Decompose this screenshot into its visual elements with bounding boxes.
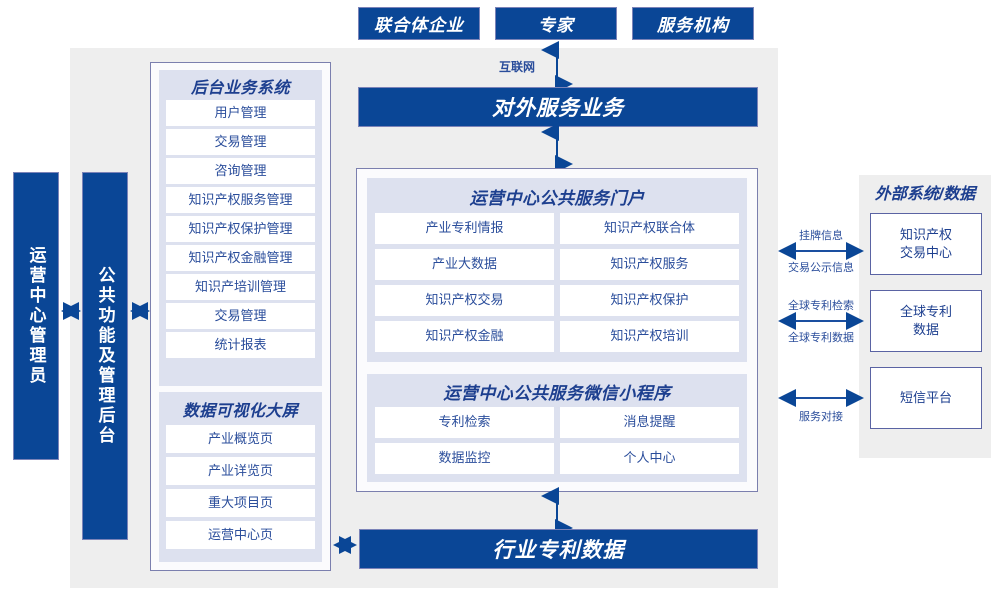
external-connector-label-below-3: 服务对接 bbox=[799, 411, 843, 423]
public-portal-grid: 产业专利情报 知识产权联合体 产业大数据 知识产权服务 知识产权交易 知识产权保… bbox=[375, 213, 739, 352]
list-item[interactable]: 重大项目页 bbox=[166, 489, 315, 517]
sidebar-label: 公共功能及管理后台 bbox=[95, 266, 115, 446]
portal-item[interactable]: 知识产权培训 bbox=[560, 321, 739, 352]
internet-arrow bbox=[541, 41, 573, 93]
actor-label: 专家 bbox=[538, 16, 574, 35]
miniprogram-grid: 专利检索 消息提醒 数据监控 个人中心 bbox=[375, 407, 739, 474]
list-item[interactable]: 用户管理 bbox=[166, 100, 315, 126]
service-portal-arrow bbox=[541, 123, 573, 173]
admin-backend-arrow bbox=[61, 302, 81, 320]
backend-system-list: 用户管理 交易管理 咨询管理 知识产权服务管理 知识产权保护管理 知识产权金融管… bbox=[166, 100, 315, 358]
list-item[interactable]: 产业详览页 bbox=[166, 457, 315, 485]
external-box-sms-platform[interactable]: 短信平台 bbox=[870, 367, 982, 429]
miniprogram-item[interactable]: 消息提醒 bbox=[560, 407, 739, 438]
external-connector-label-above-2: 全球专利检索 bbox=[788, 300, 854, 312]
list-item[interactable]: 交易管理 bbox=[166, 303, 315, 329]
portal-item[interactable]: 知识产权交易 bbox=[375, 285, 554, 316]
portal-item[interactable]: 产业专利情报 bbox=[375, 213, 554, 244]
sidebar-operation-center-admin[interactable]: 运营中心管理员 bbox=[13, 172, 59, 460]
miniprogram-title: 运营中心公共服务微信小程序 bbox=[443, 383, 671, 403]
data-visualization-title: 数据可视化大屏 bbox=[182, 403, 299, 420]
list-item[interactable]: 统计报表 bbox=[166, 332, 315, 358]
portal-item[interactable]: 产业大数据 bbox=[375, 249, 554, 280]
actor-box-expert[interactable]: 专家 bbox=[495, 7, 617, 40]
public-portal-title: 运营中心公共服务门户 bbox=[469, 188, 645, 208]
miniprogram-item[interactable]: 个人中心 bbox=[560, 443, 739, 474]
external-box-ip-trading-center[interactable]: 知识产权 交易中心 bbox=[870, 213, 982, 275]
external-box-label: 知识产权 交易中心 bbox=[899, 227, 952, 260]
portal-bottom-arrow bbox=[541, 487, 573, 537]
sidebar-common-function-backend[interactable]: 公共功能及管理后台 bbox=[82, 172, 128, 540]
actor-box-service-agency[interactable]: 服务机构 bbox=[632, 7, 754, 40]
external-connector-label-below-1: 交易公示信息 bbox=[788, 262, 854, 274]
external-systems-title: 外部系统/数据 bbox=[874, 186, 976, 203]
external-box-label: 短信平台 bbox=[899, 390, 952, 406]
actor-box-consortium-enterprise[interactable]: 联合体企业 bbox=[358, 7, 480, 40]
miniprogram-item[interactable]: 数据监控 bbox=[375, 443, 554, 474]
portal-item[interactable]: 知识产权联合体 bbox=[560, 213, 739, 244]
list-item[interactable]: 咨询管理 bbox=[166, 158, 315, 184]
portal-item[interactable]: 知识产权保护 bbox=[560, 285, 739, 316]
list-item[interactable]: 知识产权服务管理 bbox=[166, 187, 315, 213]
external-connector-label-above-1: 挂牌信息 bbox=[799, 230, 843, 242]
list-item[interactable]: 交易管理 bbox=[166, 129, 315, 155]
external-service-label: 对外服务业务 bbox=[492, 97, 624, 120]
list-item[interactable]: 知识产权金融管理 bbox=[166, 245, 315, 271]
external-box-global-patent-data[interactable]: 全球专利 数据 bbox=[870, 290, 982, 352]
miniprogram-item[interactable]: 专利检索 bbox=[375, 407, 554, 438]
external-service-bar[interactable]: 对外服务业务 bbox=[358, 87, 758, 127]
dataviz-bottom-arrow bbox=[333, 536, 357, 554]
list-item[interactable]: 运营中心页 bbox=[166, 521, 315, 549]
sidebar-label: 运营中心管理员 bbox=[26, 246, 46, 386]
external-connector-label-below-2: 全球专利数据 bbox=[788, 332, 854, 344]
industry-patent-data-bar[interactable]: 行业专利数据 bbox=[359, 529, 758, 569]
data-visualization-list: 产业概览页 产业详览页 重大项目页 运营中心页 bbox=[166, 425, 315, 549]
external-connector-arrow-3 bbox=[778, 389, 864, 407]
list-item[interactable]: 知识产培训管理 bbox=[166, 274, 315, 300]
internet-label: 互联网 bbox=[498, 60, 535, 74]
bottom-bar-label: 行业专利数据 bbox=[492, 539, 625, 562]
portal-item[interactable]: 知识产权服务 bbox=[560, 249, 739, 280]
list-item[interactable]: 知识产权保护管理 bbox=[166, 216, 315, 242]
portal-item[interactable]: 知识产权金融 bbox=[375, 321, 554, 352]
backend-system-title: 后台业务系统 bbox=[190, 80, 290, 97]
external-connector-arrow-2 bbox=[778, 312, 864, 330]
backend-panel-arrow bbox=[130, 302, 150, 320]
external-box-label: 全球专利 数据 bbox=[899, 304, 952, 337]
external-connector-arrow-1 bbox=[778, 242, 864, 260]
actor-label: 联合体企业 bbox=[374, 16, 464, 35]
list-item[interactable]: 产业概览页 bbox=[166, 425, 315, 453]
actor-label: 服务机构 bbox=[657, 16, 729, 35]
